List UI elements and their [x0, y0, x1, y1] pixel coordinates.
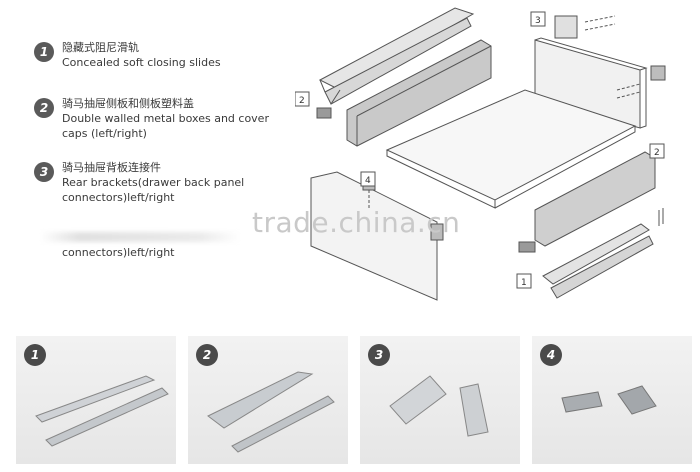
legend-en: Concealed soft closing slides — [62, 56, 221, 69]
bottom-panel — [385, 89, 637, 209]
watermark: trade.china.cn — [252, 206, 461, 239]
rear-bracket — [554, 15, 666, 81]
legend-item-1: 1 隐藏式阻尼滑轨 Concealed soft closing slides — [34, 40, 294, 84]
photo-number: 2 — [196, 344, 218, 366]
legend-en: Rear brackets(drawer back panel — [62, 176, 245, 189]
side-panels-icon — [207, 371, 335, 453]
slide-rail-top — [318, 7, 475, 105]
legend: 1 隐藏式阻尼滑轨 Concealed soft closing slides … — [34, 40, 294, 216]
legend-item-3: 3 骑马抽屉背板连接件 Rear brackets(drawer back pa… — [34, 160, 294, 204]
photo-number: 1 — [24, 344, 46, 366]
photo-1: 1 — [16, 336, 176, 464]
photo-2: 2 — [188, 336, 348, 464]
back-panel — [534, 37, 648, 129]
callout-4: 4 — [365, 176, 371, 186]
photo-number: 3 — [368, 344, 390, 366]
side-panel-bottom — [534, 151, 656, 247]
exploded-diagram: 2 3 2 4 1 — [295, 7, 666, 301]
callout-2: 2 — [299, 96, 305, 106]
legend-item-4-text: connectors)left/right — [62, 246, 175, 259]
legend-en: Double walled metal boxes and cover — [62, 112, 269, 125]
slide-rails-icon — [35, 375, 169, 447]
callout-2: 2 — [654, 148, 660, 158]
photo-4: 4 — [532, 336, 692, 464]
legend-zh: 骑马抽屉侧板和侧板塑料盖 — [62, 97, 194, 110]
blurred-text — [40, 232, 240, 242]
photo-strip: 1 2 3 4 — [16, 336, 692, 466]
photo-number: 4 — [540, 344, 562, 366]
number-badge: 3 — [34, 162, 54, 182]
slide-rail-bottom — [542, 223, 654, 299]
legend-en: connectors)left/right — [62, 191, 175, 204]
number-badge: 2 — [34, 98, 54, 118]
legend-en: caps (left/right) — [62, 127, 147, 140]
rear-brackets-icon — [389, 375, 489, 437]
number-badge: 1 — [34, 42, 54, 62]
callout-1: 1 — [521, 278, 527, 288]
side-panel-top — [346, 39, 492, 147]
legend-zh: 隐藏式阻尼滑轨 — [62, 41, 139, 54]
legend-zh: 骑马抽屉背板连接件 — [62, 161, 161, 174]
legend-item-2: 2 骑马抽屉侧板和侧板塑料盖 Double walled metal boxes… — [34, 96, 294, 140]
photo-3: 3 — [360, 336, 520, 464]
callout-3: 3 — [535, 16, 541, 26]
front-connectors-icon — [561, 385, 657, 415]
